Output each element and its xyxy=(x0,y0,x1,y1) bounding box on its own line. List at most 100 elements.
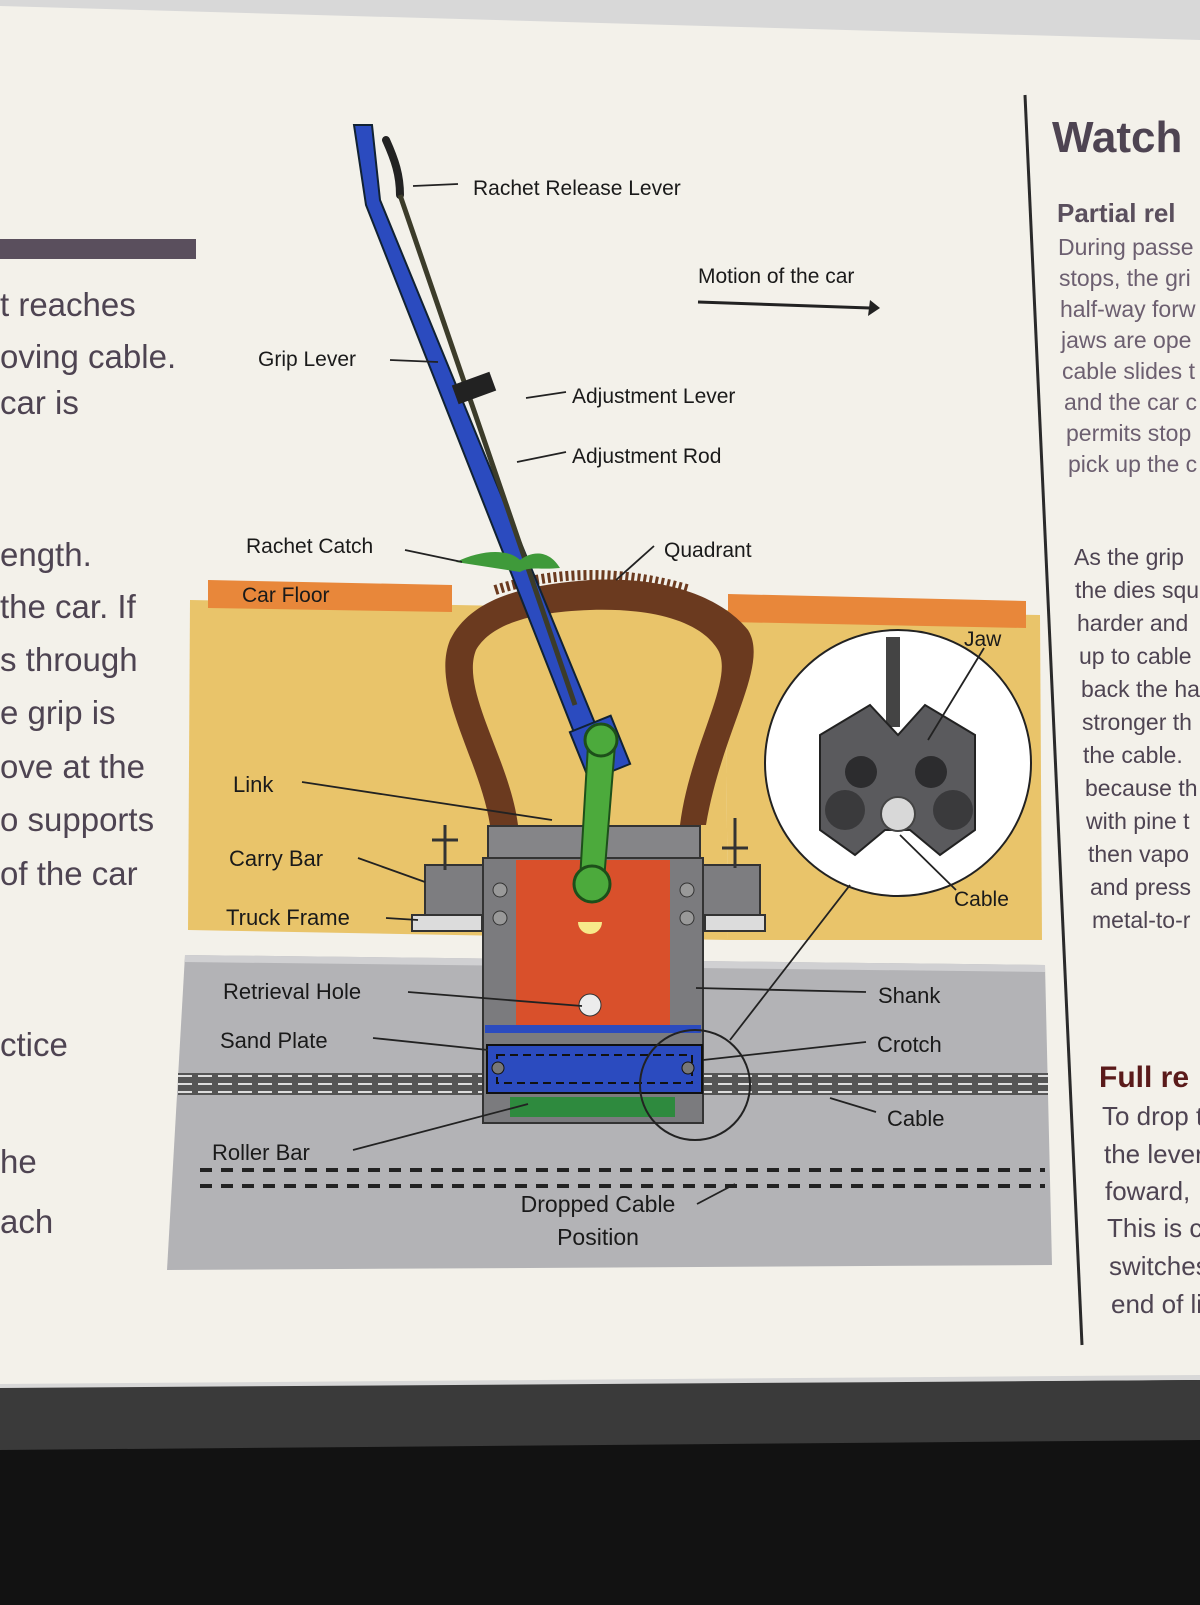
label-sand-plate: Sand Plate xyxy=(220,1028,328,1053)
right-text-line: end of li xyxy=(1111,1289,1200,1319)
label-jaw: Jaw xyxy=(964,628,1002,651)
right-text-line: back the ha xyxy=(1081,676,1200,702)
right-text-line: To drop t xyxy=(1102,1101,1200,1131)
adjustment-rod xyxy=(397,194,578,706)
rachet-release-lever-handle xyxy=(382,136,404,199)
label-cable-detail: Cable xyxy=(954,888,1009,911)
left-text-line: ove at the xyxy=(0,748,145,785)
rachet-catch xyxy=(456,551,560,572)
label-shank: Shank xyxy=(878,983,941,1008)
right-text-line: the cable. xyxy=(1083,742,1183,768)
left-text-line: e grip is xyxy=(0,694,116,731)
right-text-line: the lever xyxy=(1104,1139,1200,1169)
left-text-line: he xyxy=(0,1143,37,1180)
adjustment-lever-clamp xyxy=(451,371,497,405)
left-text-line: ength. xyxy=(0,536,92,573)
floor-area-left xyxy=(188,600,455,935)
right-text-line: and the car c xyxy=(1064,389,1197,415)
right-text-line: up to cable xyxy=(1079,643,1192,669)
bolt-icon xyxy=(492,882,508,898)
motion-arrow-shaft xyxy=(697,300,871,310)
label-rachet-catch: Rachet Catch xyxy=(246,535,373,558)
label-adjustment-rod: Adjustment Rod xyxy=(572,445,721,468)
left-text-line: o supports xyxy=(0,801,155,838)
right-title: Watch xyxy=(1052,113,1183,162)
left-text-line: t reaches xyxy=(0,286,136,323)
jaws xyxy=(486,1044,703,1094)
truck-frame-right xyxy=(704,914,766,932)
right-text-line: pick up the c xyxy=(1068,451,1198,477)
right-text-line: stops, the gri xyxy=(1059,265,1191,291)
label-retrieval-hole: Retrieval Hole xyxy=(223,979,361,1004)
label-adjustment-lever: Adjustment Lever xyxy=(572,385,735,408)
roller-bar xyxy=(510,1097,675,1117)
jaw-shank-detail xyxy=(886,637,900,727)
left-text-line: s through xyxy=(0,641,138,678)
truck-frame-left xyxy=(411,914,483,932)
left-text-line: ctice xyxy=(0,1026,68,1063)
left-accent-bar xyxy=(0,239,196,259)
carry-bar-bolts xyxy=(432,818,748,870)
retrieval-hole xyxy=(578,993,602,1017)
link-pin-bottom xyxy=(572,864,612,904)
right-text-line: During passe xyxy=(1058,234,1194,260)
motion-arrow-icon xyxy=(868,300,880,316)
label-dropped-cable-position: Position xyxy=(557,1224,639,1250)
label-roller-bar: Roller Bar xyxy=(212,1140,310,1165)
car-floor-right xyxy=(728,594,1026,628)
right-text-line: foward, xyxy=(1105,1176,1191,1206)
shank-notch xyxy=(578,922,602,934)
label-grip-lever: Grip Lever xyxy=(258,348,356,371)
right-text-line: metal-to-r xyxy=(1092,907,1191,933)
board-shadow xyxy=(0,1380,1200,1450)
label-dropped-cable: Dropped Cable xyxy=(521,1191,676,1217)
bolt-icon xyxy=(679,882,695,898)
bolt-icon xyxy=(491,1061,505,1075)
label-rachet-release-lever: Rachet Release Lever xyxy=(473,177,681,200)
label-crotch: Crotch xyxy=(877,1032,942,1057)
right-text-line: harder and xyxy=(1077,610,1189,636)
right-text-line: This is c xyxy=(1107,1213,1200,1243)
car-floor-left xyxy=(208,580,452,612)
label-motion-of-car: Motion of the car xyxy=(698,265,854,288)
bolt-icon xyxy=(492,910,508,926)
right-text-line: switches xyxy=(1109,1251,1200,1281)
leader-lines xyxy=(301,183,985,1205)
label-carry-bar: Carry Bar xyxy=(229,846,323,871)
right-section-heading: Partial rel xyxy=(1057,198,1176,228)
left-text-line: the car. If xyxy=(0,588,136,625)
right-text-line: cable slides t xyxy=(1062,358,1195,384)
left-text-line: oving cable. xyxy=(0,338,177,375)
right-text-line: because th xyxy=(1085,775,1198,801)
left-text-line: car is xyxy=(0,384,79,421)
link-pin-top xyxy=(583,722,619,758)
bolt-icon xyxy=(679,910,695,926)
cable-cross-section-icon xyxy=(880,796,916,832)
column-divider xyxy=(1023,94,1084,1346)
label-quadrant: Quadrant xyxy=(664,539,752,562)
label-car-floor: Car Floor xyxy=(242,584,330,607)
jaw-die-right xyxy=(915,756,947,788)
label-link: Link xyxy=(233,772,274,797)
bolt-icon xyxy=(681,1061,695,1075)
right-text-line: then vapo xyxy=(1088,841,1190,867)
label-truck-frame: Truck Frame xyxy=(226,905,350,930)
left-text-line: ach xyxy=(0,1203,54,1240)
crotch-circle xyxy=(639,1029,751,1141)
right-text-line: and press xyxy=(1090,874,1192,900)
jaw-die-left xyxy=(845,756,877,788)
right-text-line: jaws are ope xyxy=(1061,327,1192,353)
right-text-line: stronger th xyxy=(1082,709,1192,735)
jaw-roller-left xyxy=(825,790,865,830)
right-text-line: half-way forw xyxy=(1060,296,1196,322)
label-cable: Cable xyxy=(887,1106,944,1131)
jaw-roller-right xyxy=(933,790,973,830)
right-text-line: with pine t xyxy=(1086,808,1190,834)
right-text-line: the dies squ xyxy=(1075,577,1200,603)
sand-plate xyxy=(485,1025,701,1033)
right-text-line: permits stop xyxy=(1066,420,1192,446)
right-section-heading: Full re xyxy=(1099,1061,1190,1094)
left-text-line: of the car xyxy=(0,855,138,892)
